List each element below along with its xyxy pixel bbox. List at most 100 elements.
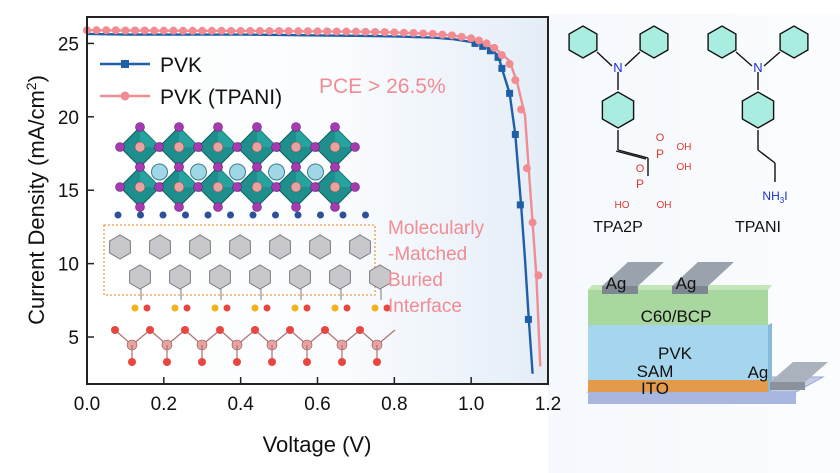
ag-electrode-top-front — [672, 286, 708, 294]
data-point-pvk-tpani — [342, 27, 351, 36]
ammonium-iodide: I — [784, 189, 787, 203]
anchor-atom — [137, 211, 144, 219]
octahedron-facet — [257, 167, 277, 187]
oxide-atom — [198, 358, 206, 366]
bond — [735, 51, 753, 67]
x-tick-label: 0.0 — [74, 394, 100, 415]
oxygen-atom — [183, 304, 191, 312]
halide-atom — [330, 122, 340, 132]
bond — [617, 149, 649, 159]
data-point-pvk-tpani — [179, 26, 188, 35]
x-tick-label: 0.8 — [381, 394, 407, 415]
data-point-pvk-tpani — [111, 26, 120, 35]
y-axis-label-sup: 2 — [23, 82, 39, 90]
data-point-pvk-tpani — [150, 26, 159, 35]
halide-atom — [232, 142, 242, 152]
y-tick-label: 10 — [58, 255, 79, 276]
anchor-atom — [272, 211, 279, 219]
data-point-pvk-tpani — [140, 26, 149, 35]
halide-atom — [330, 162, 340, 172]
data-point-pvk-tpani — [207, 26, 216, 35]
data-point-pvk-tpani — [246, 26, 255, 35]
data-point-pvk-tpani — [323, 27, 332, 36]
data-point-pvk-tpani — [409, 29, 418, 38]
data-point-pvk-tpani — [528, 218, 537, 227]
halide-atom — [252, 202, 262, 212]
aromatic-ring — [209, 264, 231, 290]
b-site-atom — [134, 141, 146, 153]
octahedron-facet — [335, 127, 355, 147]
halide-atom — [350, 142, 360, 152]
data-point-pvk — [506, 89, 514, 97]
halide-atom — [174, 202, 184, 212]
data-point-pvk-tpani — [227, 26, 236, 35]
data-point-pvk-tpani — [351, 27, 360, 36]
phosphorus-atom — [251, 304, 259, 312]
b-site-atom — [290, 141, 302, 153]
data-point-pvk-tpani — [275, 27, 284, 36]
aromatic-ring — [129, 264, 151, 290]
atom-label: O — [636, 163, 645, 175]
data-point-pvk-tpani — [482, 39, 491, 48]
data-point-pvk-tpani — [474, 36, 483, 45]
oxide-atom — [181, 326, 189, 334]
data-point-pvk-tpani — [399, 28, 408, 37]
atom-label: OH — [677, 142, 692, 153]
b-site-atom — [251, 181, 263, 193]
octahedron-facet — [296, 127, 316, 147]
y-tick-label: 15 — [58, 181, 79, 202]
anchor-atom — [114, 211, 122, 219]
c60-bcp-layer — [588, 290, 768, 325]
oxide-atom — [251, 326, 259, 334]
ito-layer-front — [588, 392, 796, 404]
ammonium-subscript: 3 — [780, 196, 785, 205]
a-site-cation — [307, 163, 324, 181]
halide-atom — [291, 202, 301, 212]
data-point-pvk-tpani — [390, 28, 399, 37]
oxide-atom — [163, 358, 171, 366]
data-point-pvk-tpani — [467, 34, 476, 43]
octahedron-facet — [179, 127, 199, 147]
anchor-atom — [249, 211, 257, 219]
tpani-label: TPANI — [735, 219, 781, 236]
data-point-pvk-tpani — [131, 26, 140, 35]
y-tick-label: 25 — [58, 34, 79, 55]
aromatic-ring — [369, 264, 391, 290]
halide-atom — [213, 122, 223, 132]
interface-label-line: Molecularly — [388, 218, 485, 239]
phenyl-ring — [568, 25, 598, 59]
pvk-side — [768, 323, 772, 392]
layer-label-pvk: PVK — [658, 344, 693, 363]
pvk-layer — [588, 325, 768, 380]
octahedron-facet — [218, 127, 238, 147]
x-tick-label: 0.2 — [151, 394, 177, 415]
halide-atom — [291, 122, 301, 132]
bond — [615, 150, 647, 160]
oxide-atom — [286, 326, 294, 334]
x-tick-label: 1.0 — [458, 394, 484, 415]
b-site-atom — [251, 141, 263, 153]
data-point-pvk-tpani — [534, 271, 543, 280]
b-site-atom — [290, 181, 302, 193]
oxygen-atom — [303, 304, 311, 312]
aromatic-ring — [149, 234, 171, 260]
anchor-atom — [294, 211, 302, 219]
y-tick-label: 20 — [58, 108, 79, 129]
halide-atom — [174, 162, 184, 172]
y-axis-label-main: Current Density (mA/cm — [24, 90, 49, 325]
x-tick-label: 1.2 — [535, 394, 561, 415]
data-point-pvk-tpani — [284, 27, 293, 36]
phenyl-ring — [707, 25, 737, 59]
a-site-cation — [151, 163, 168, 181]
halide-atom — [271, 142, 281, 152]
pce-annotation: PCE > 26.5% — [319, 75, 446, 98]
data-point-pvk-tpani — [265, 27, 274, 36]
phosphorus-atom — [331, 304, 339, 312]
octahedron-facet — [179, 167, 199, 187]
data-point-pvk-tpani — [371, 27, 380, 36]
oxygen-atom — [143, 304, 151, 312]
atom-label: OH — [677, 162, 692, 173]
